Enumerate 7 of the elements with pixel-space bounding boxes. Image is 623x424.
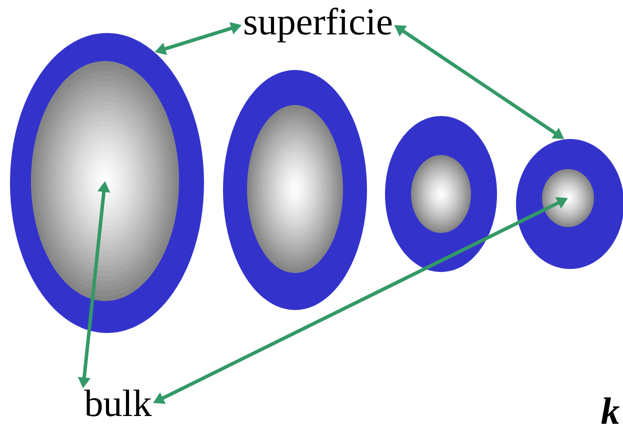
particle-core — [247, 105, 343, 273]
label-text: superficie — [244, 8, 392, 42]
particle-core — [411, 155, 471, 233]
particle-core — [31, 61, 179, 301]
label-text: k — [601, 397, 620, 424]
particle-core — [542, 169, 594, 227]
label-text: bulk — [84, 390, 152, 416]
